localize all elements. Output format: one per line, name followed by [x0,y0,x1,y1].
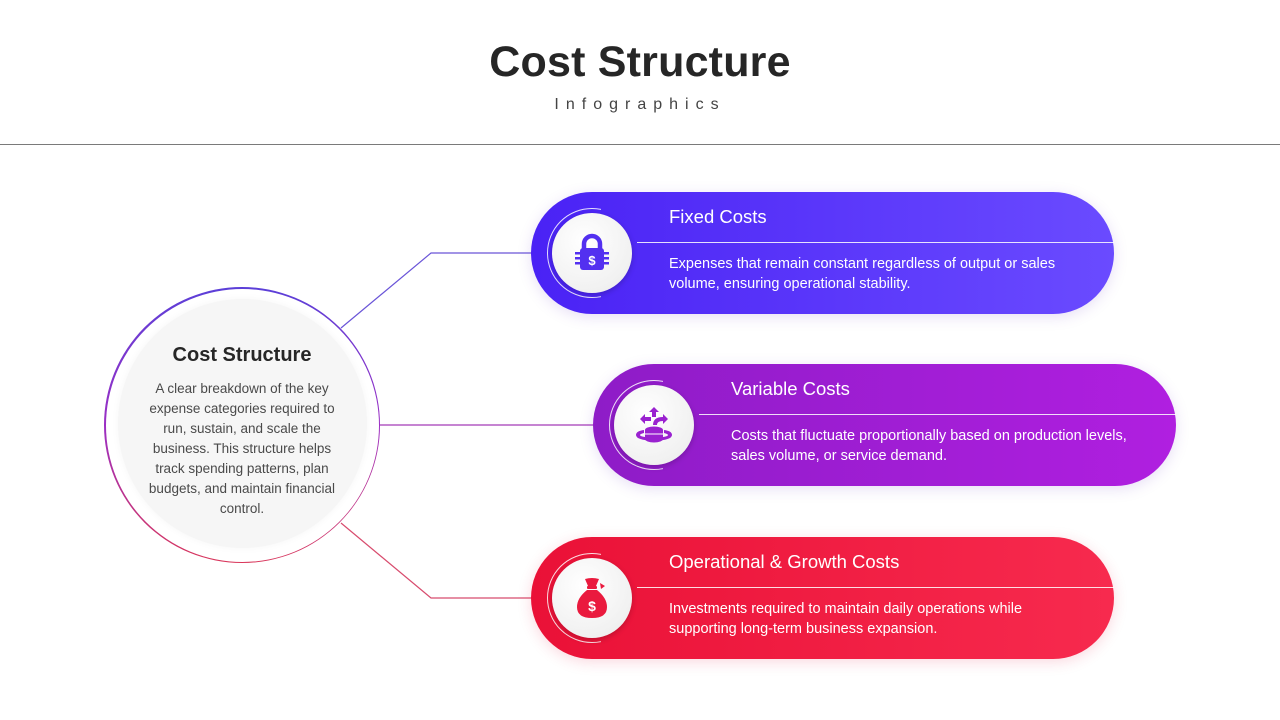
card-divider [699,414,1176,415]
card-fixed-costs[interactable]: $ Fixed Costs Expenses that remain const… [531,192,1114,314]
card-title: Operational & Growth Costs [669,551,900,572]
icon-badge [614,385,694,465]
card-variable-costs[interactable]: Variable Costs Costs that fluctuate prop… [593,364,1176,486]
card-divider [637,587,1114,588]
card-title: Fixed Costs [669,206,767,227]
central-hub-circle: Cost Structure A clear breakdown of the … [104,287,380,563]
svg-text:$: $ [588,598,596,614]
card-description: Costs that fluctuate proportionally base… [731,428,1127,464]
card-divider [637,242,1114,243]
hub-description: A clear breakdown of the key expense cat… [148,380,336,516]
connector-fixed-costs [340,252,532,329]
page-title: Cost Structure [489,38,791,86]
money-bag-icon: $ [577,578,607,618]
connector-operational-costs [340,522,532,599]
card-description: Expenses that remain constant regardless… [669,256,1056,292]
icon-badge: $ [552,213,632,293]
card-description: Investments required to maintain daily o… [669,601,1023,637]
lock-dollar-icon: $ [575,233,609,270]
hub-title: Cost Structure [172,343,312,366]
coins-arrows-icon [636,407,672,443]
header-divider [0,144,1280,145]
page-subtitle: Infographics [554,96,726,113]
svg-text:$: $ [588,253,596,268]
hub-shade [117,298,367,548]
icon-badge: $ [552,558,632,638]
card-operational-growth-costs[interactable]: $ Operational & Growth Costs Investments… [531,537,1114,659]
card-title: Variable Costs [731,378,850,399]
